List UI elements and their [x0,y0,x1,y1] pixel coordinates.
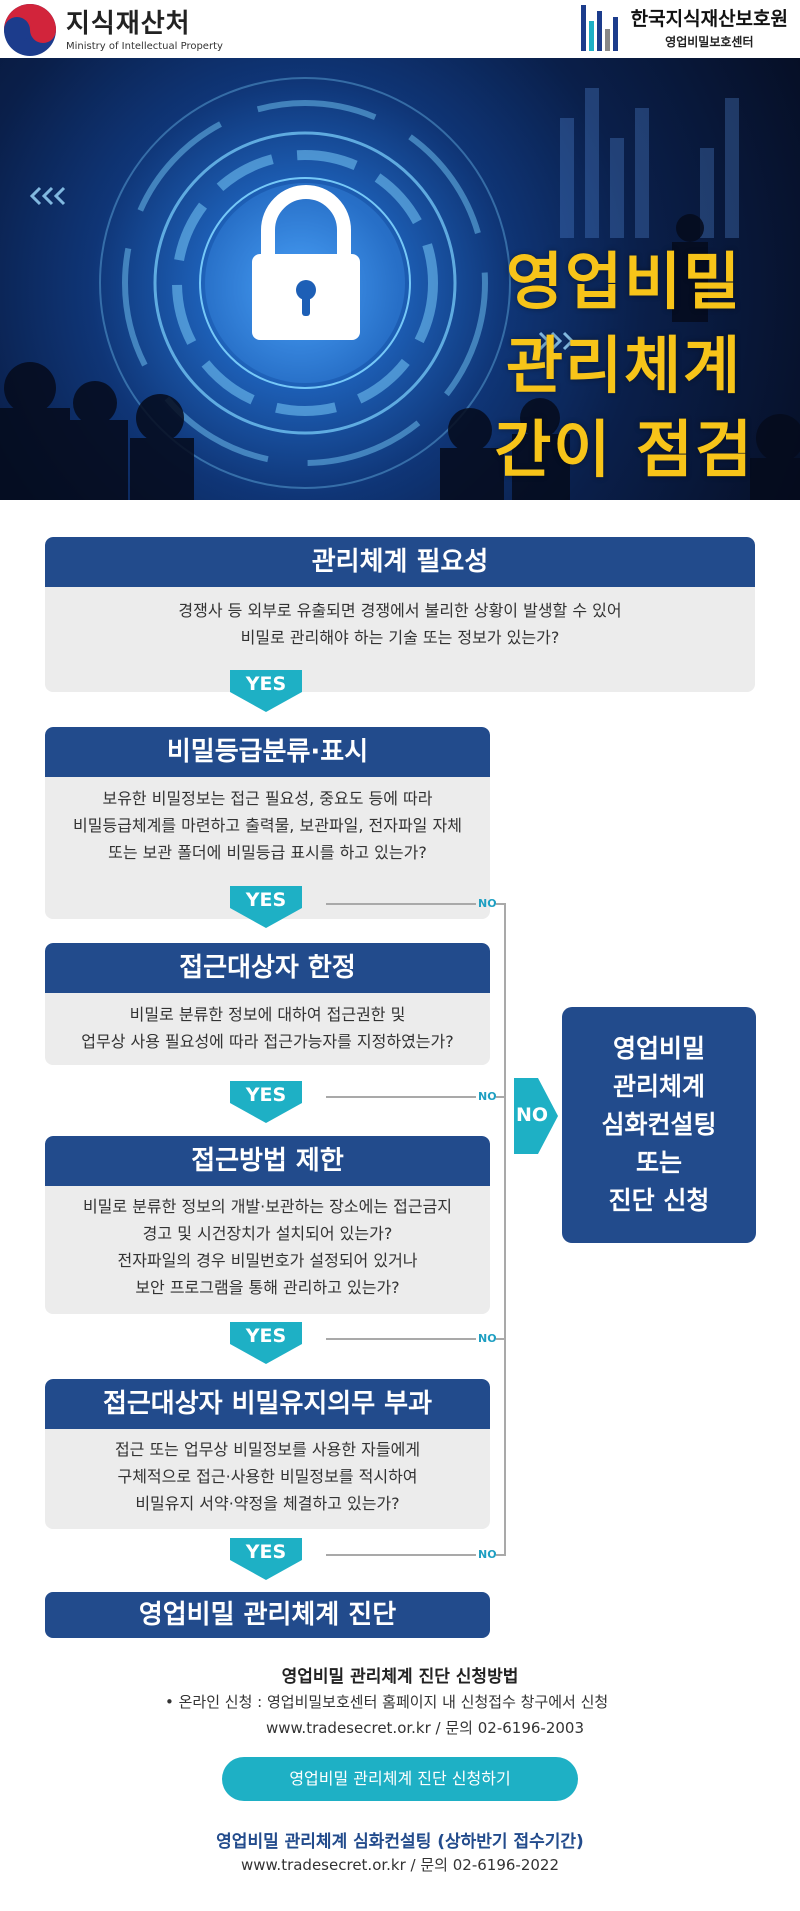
down-arrow-icon [230,886,302,928]
yes-label: YES [245,889,287,911]
consulting-line: 관리체계 [612,1072,705,1101]
step-text: 경쟁사 등 외부로 유출되면 경쟁에서 불리한 상황이 발생할 수 있어 [178,601,622,620]
no-arrow-label: NO [516,1104,549,1126]
step-text: 보유한 비밀정보는 접근 필요성, 중요도 등에 따라 [102,789,433,808]
apply-online-bullet: • 온라인 신청 : 영업비밀보호센터 홈페이지 내 신청접수 창구에서 신청 [165,1693,609,1711]
no-tag: NO [478,1332,497,1345]
step-title: 비밀등급분류·표시 [45,727,490,777]
no-connector [496,1096,506,1098]
step-card-classification: 비밀등급분류·표시 보유한 비밀정보는 접근 필요성, 중요도 등에 따라 비밀… [45,727,490,919]
kipo-logo[interactable]: 한국지식재산보호원 영업비밀보호센터 [580,5,788,51]
top-header: 지식재산처 Ministry of Intellectual Property … [0,0,800,58]
no-tag: NO [478,897,497,910]
hero-title-line-2: 관리체계 [506,329,743,402]
consulting-period-title: 영업비밀 관리체계 심화컨설팅 (상하반기 접수기간) [216,1832,584,1852]
consulting-box: 영업비밀 관리체계 심화컨설팅 또는 진단 신청 [562,1007,756,1243]
step-text: 비밀등급체계를 마련하고 출력물, 보관파일, 전자파일 자체 [73,816,462,835]
consulting-contact[interactable]: www.tradesecret.or.kr / 문의 02-6196-2022 [241,1856,559,1874]
consulting-line: 진단 신청 [608,1186,710,1215]
hero-title: 영업비밀 관리체계 간이 점검 [494,240,754,492]
no-tag: NO [478,1090,497,1103]
down-arrow-icon [230,1538,302,1580]
step-card-necessity: 관리체계 필요성 경쟁사 등 외부로 유출되면 경쟁에서 불리한 상황이 발생할… [45,537,755,692]
no-vertical-connector [504,903,506,1555]
step-text: 비밀로 관리해야 하는 기술 또는 정보가 있는가? [240,628,560,647]
step-title: 관리체계 필요성 [45,537,755,587]
lock-icon [252,185,360,340]
yes-label: YES [245,1084,287,1106]
down-arrow-icon [230,1322,302,1364]
no-connector [326,1554,476,1556]
step-card-access-target: 접근대상자 한정 비밀로 분류한 정보에 대하여 접근권한 및 업무상 사용 필… [45,943,490,1065]
step-text: 비밀유지 서약·약정을 체결하고 있는가? [135,1494,400,1513]
apply-contact[interactable]: www.tradesecret.or.kr / 문의 02-6196-2003 [266,1719,584,1737]
kipo-center-name: 영업비밀보호센터 [665,34,754,49]
step-card-confidentiality-duty: 접근대상자 비밀유지의무 부과 접근 또는 업무상 비밀정보를 사용한 자들에게… [45,1379,490,1529]
apply-method-title: 영업비밀 관리체계 진단 신청방법 [281,1667,519,1687]
apply-diagnosis-button[interactable]: 영업비밀 관리체계 진단 신청하기 [222,1757,578,1801]
no-connector [496,1554,506,1556]
down-arrow-icon [230,1081,302,1123]
down-arrow-icon [230,670,302,712]
ministry-logo[interactable]: 지식재산처 Ministry of Intellectual Property [4,4,223,56]
no-connector [326,1096,476,1098]
hero-title-line-3: 간이 점검 [494,413,754,486]
yes-arrow: YES [230,1538,302,1580]
step-text: 전자파일의 경우 비밀번호가 설정되어 있거나 [117,1251,418,1270]
hero-lock-graphic [0,77,800,500]
step-title: 접근대상자 한정 [45,943,490,993]
step-title: 접근대상자 비밀유지의무 부과 [45,1379,490,1429]
consulting-line: 또는 [635,1148,682,1177]
yes-arrow: YES [230,886,302,928]
step-text: 비밀로 분류한 정보에 대하여 접근권한 및 [129,1005,406,1024]
no-tag: NO [478,1548,497,1561]
consulting-line: 심화컨설팅 [601,1110,717,1139]
kipo-name: 한국지식재산보호원 [630,7,788,30]
yes-arrow: YES [230,1322,302,1364]
yes-label: YES [245,1325,287,1347]
ministry-name-ko: 지식재산처 [66,8,191,39]
no-connector [496,903,506,905]
no-arrow: NO [514,1078,558,1154]
yes-label: YES [245,673,287,695]
no-connector [326,903,476,905]
step-card-access-method: 접근방법 제한 비밀로 분류한 정보의 개발·보관하는 장소에는 접근금지 경고… [45,1136,490,1314]
ministry-name-en: Ministry of Intellectual Property [66,40,223,52]
step-title: 접근방법 제한 [45,1136,490,1186]
hero-title-line-1: 영업비밀 [506,245,743,318]
step-text: 구체적으로 접근·사용한 비밀정보를 적시하여 [117,1467,418,1486]
step-text: 또는 보관 폴더에 비밀등급 표시를 하고 있는가? [108,843,427,862]
no-connector [326,1338,476,1340]
step-text: 접근 또는 업무상 비밀정보를 사용한 자들에게 [114,1440,421,1459]
no-connector [496,1338,506,1340]
yes-label: YES [245,1541,287,1563]
yes-arrow: YES [230,670,302,712]
step-text: 경고 및 시건장치가 설치되어 있는가? [142,1224,393,1243]
step-text: 업무상 사용 필요성에 따라 접근가능자를 지정하였는가? [81,1032,454,1051]
step-text: 비밀로 분류한 정보의 개발·보관하는 장소에는 접근금지 [82,1197,453,1216]
final-diagnosis-box: 영업비밀 관리체계 진단 [45,1592,490,1638]
kipo-bars-icon [580,5,625,51]
taegeuk-emblem-icon [4,4,56,56]
yes-arrow: YES [230,1081,302,1123]
step-text: 보안 프로그램을 통해 관리하고 있는가? [135,1278,400,1297]
hero-banner: 영업비밀 관리체계 간이 점검 [0,58,800,500]
consulting-line: 영업비밀 [612,1034,705,1063]
right-arrow-icon [514,1078,558,1154]
